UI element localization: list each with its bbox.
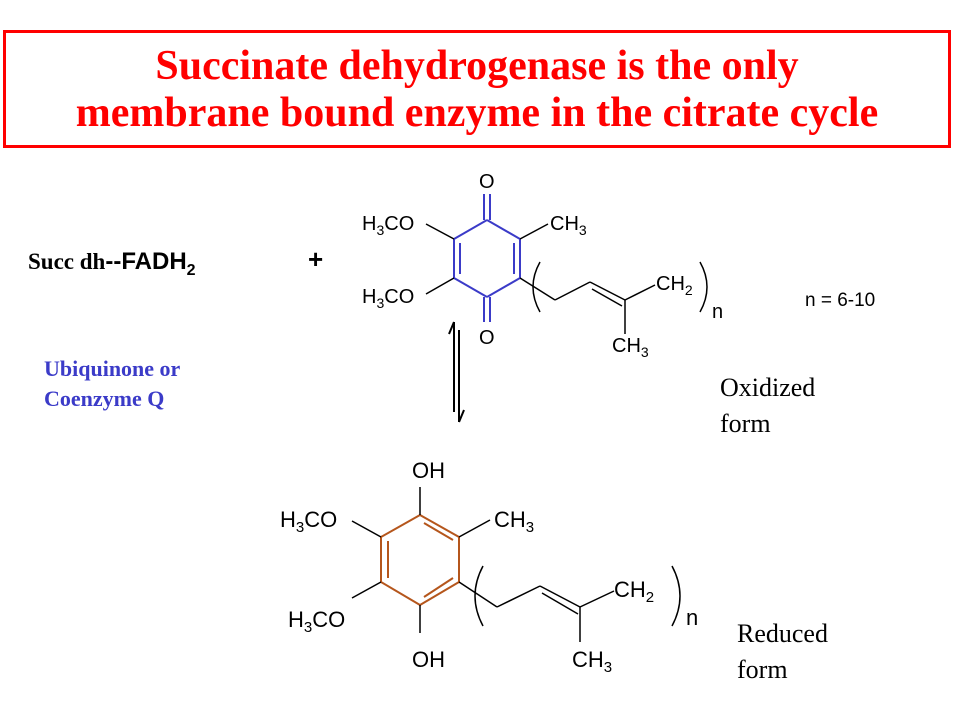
red-ring-methyl: CH3 [494,507,534,536]
title-line-1: Succinate dehydrogenase is the only [155,43,799,89]
red-chain-methylene: CH2 [614,577,654,606]
ox-ring-methyl: CH3 [550,213,587,238]
title-line-2: membrane bound enzyme in the citrate cyc… [75,90,879,136]
cofactor-name: --FADH2 [105,248,196,279]
oxidized-form-label: Oxidized form [720,370,815,442]
ubiquinone-label-line-1: Ubiquinone or [44,356,181,381]
title-box: Succinate dehydrogenase is the only memb… [3,30,951,148]
oxidized-label-line-1: Oxidized [720,373,816,402]
reduced-substituent-bonds [351,487,681,642]
reduced-structure: OH OH H3CO H3CO CH3 CH2 CH3 n [280,458,698,676]
ubiquinone-label-line-2: Coenzyme Q [44,386,165,411]
ox-repeat-n: n [712,301,723,323]
oxidized-substituent-bonds [425,223,708,334]
oxidized-label-line-2: form [720,409,771,438]
red-repeat-n: n [686,605,698,630]
enzyme-name: Succ dh [28,249,106,274]
reduced-label-line-1: Reduced [737,619,828,648]
red-lower-methoxy: H3CO [288,607,345,636]
ox-chain-methylene: CH2 [656,273,693,298]
red-upper-methoxy: H3CO [280,507,337,536]
red-chain-methyl: CH3 [572,647,612,676]
quinone-ring [453,194,521,322]
ubiquinone-label: Ubiquinone or Coenzyme Q [44,354,180,414]
ox-lower-methoxy: H3CO [362,286,414,311]
reactant-label: Succ dh--FADH2 [28,248,196,280]
reduced-label-line-2: form [737,655,788,684]
ox-upper-methoxy: H3CO [362,213,414,238]
equilibrium-arrows [448,321,465,423]
ox-bottom-oxygen: O [479,327,495,349]
ox-top-oxygen: O [479,171,495,193]
red-top-hydroxyl: OH [412,458,445,483]
plus-sign: + [308,244,324,274]
red-bottom-hydroxyl: OH [412,647,445,672]
repeat-count-note: n = 6-10 [805,290,875,311]
hydroquinone-ring [380,514,460,606]
oxidized-structure: O O H3CO H3CO CH3 CH2 CH3 n n = 6-10 [362,171,875,360]
ox-chain-methyl: CH3 [612,335,649,360]
reduced-form-label: Reduced form [737,616,828,688]
